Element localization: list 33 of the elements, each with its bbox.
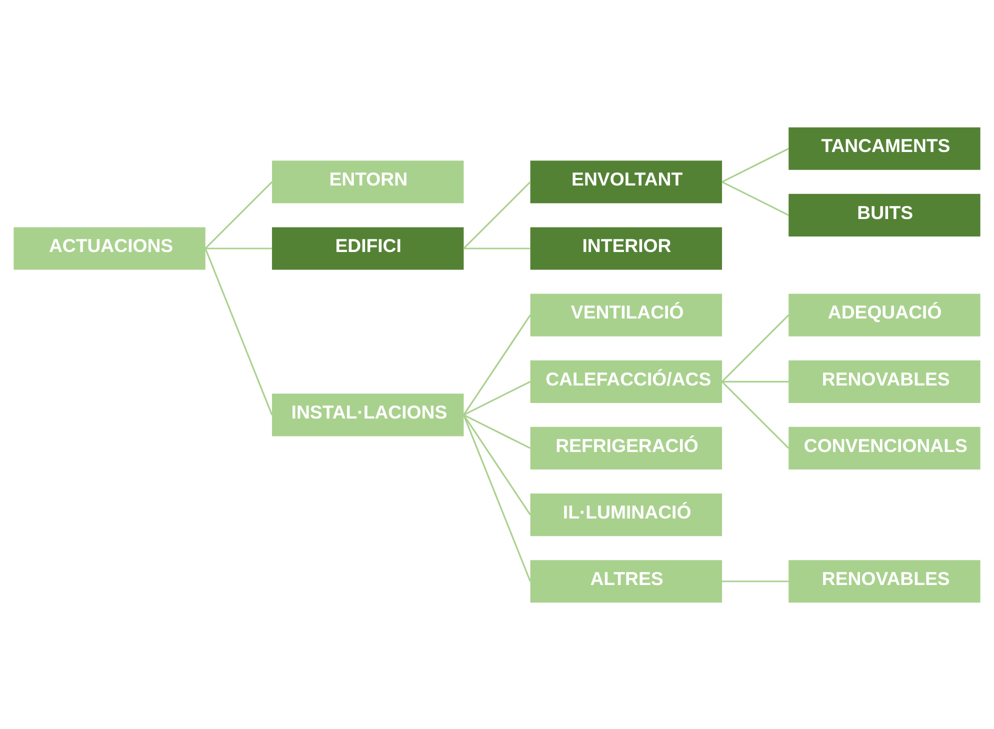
connector xyxy=(463,414,531,515)
node-box: REFRIGERACIÓ xyxy=(530,426,722,470)
node-box: ALTRES xyxy=(530,560,722,602)
connector xyxy=(464,247,530,249)
connector xyxy=(463,414,531,448)
node-box: ADEQUACIÓ xyxy=(788,293,980,336)
node-box: RENOVABLES xyxy=(788,560,980,602)
node-box: INTERIOR xyxy=(530,226,722,270)
connector xyxy=(463,180,531,249)
connector xyxy=(462,414,532,582)
node-box: CONVENCIONALS xyxy=(788,426,980,470)
node-box: ENVOLTANT xyxy=(530,160,722,203)
connector xyxy=(204,180,273,249)
connector xyxy=(721,314,790,382)
connector xyxy=(722,580,789,582)
node-box: ENTORN xyxy=(272,160,464,203)
connector xyxy=(463,380,531,416)
node-box: INSTAL·LACIONS xyxy=(272,393,464,436)
connector xyxy=(205,247,272,249)
connector xyxy=(722,180,789,216)
connector xyxy=(204,248,273,415)
node-box: RENOVABLES xyxy=(788,360,980,402)
connector xyxy=(463,314,531,415)
node-box: EDIFICI xyxy=(272,226,464,270)
node-box: IL·LUMINACIÓ xyxy=(530,493,722,536)
node-box: TANCAMENTS xyxy=(788,126,980,170)
connector xyxy=(722,380,789,382)
node-box: VENTILACIÓ xyxy=(530,293,722,336)
node-box: ACTUACIONS xyxy=(14,226,206,270)
connector xyxy=(722,147,789,182)
node-box: CALEFACCIÓ/ACS xyxy=(530,360,722,402)
node-box: BUITS xyxy=(788,193,980,236)
connector xyxy=(721,380,790,448)
